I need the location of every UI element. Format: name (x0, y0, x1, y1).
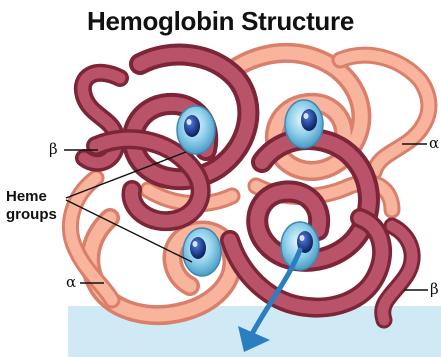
beta-label-right: β (430, 280, 439, 298)
heme-label-line2: groups (6, 206, 57, 224)
heme-group-top-left (177, 106, 215, 154)
heme-group-bottom-right (281, 222, 319, 270)
heme-group-top-right (285, 100, 323, 148)
heme-groups-label: Heme groups (6, 188, 57, 224)
alpha-label-right: α (429, 134, 439, 152)
alpha-label-left: α (66, 273, 76, 291)
heme-group-bottom-left (183, 228, 221, 276)
beta-label-left: β (49, 140, 58, 158)
diagram-title: Hemoglobin Structure (0, 6, 441, 37)
heme-label-line1: Heme (6, 188, 57, 206)
